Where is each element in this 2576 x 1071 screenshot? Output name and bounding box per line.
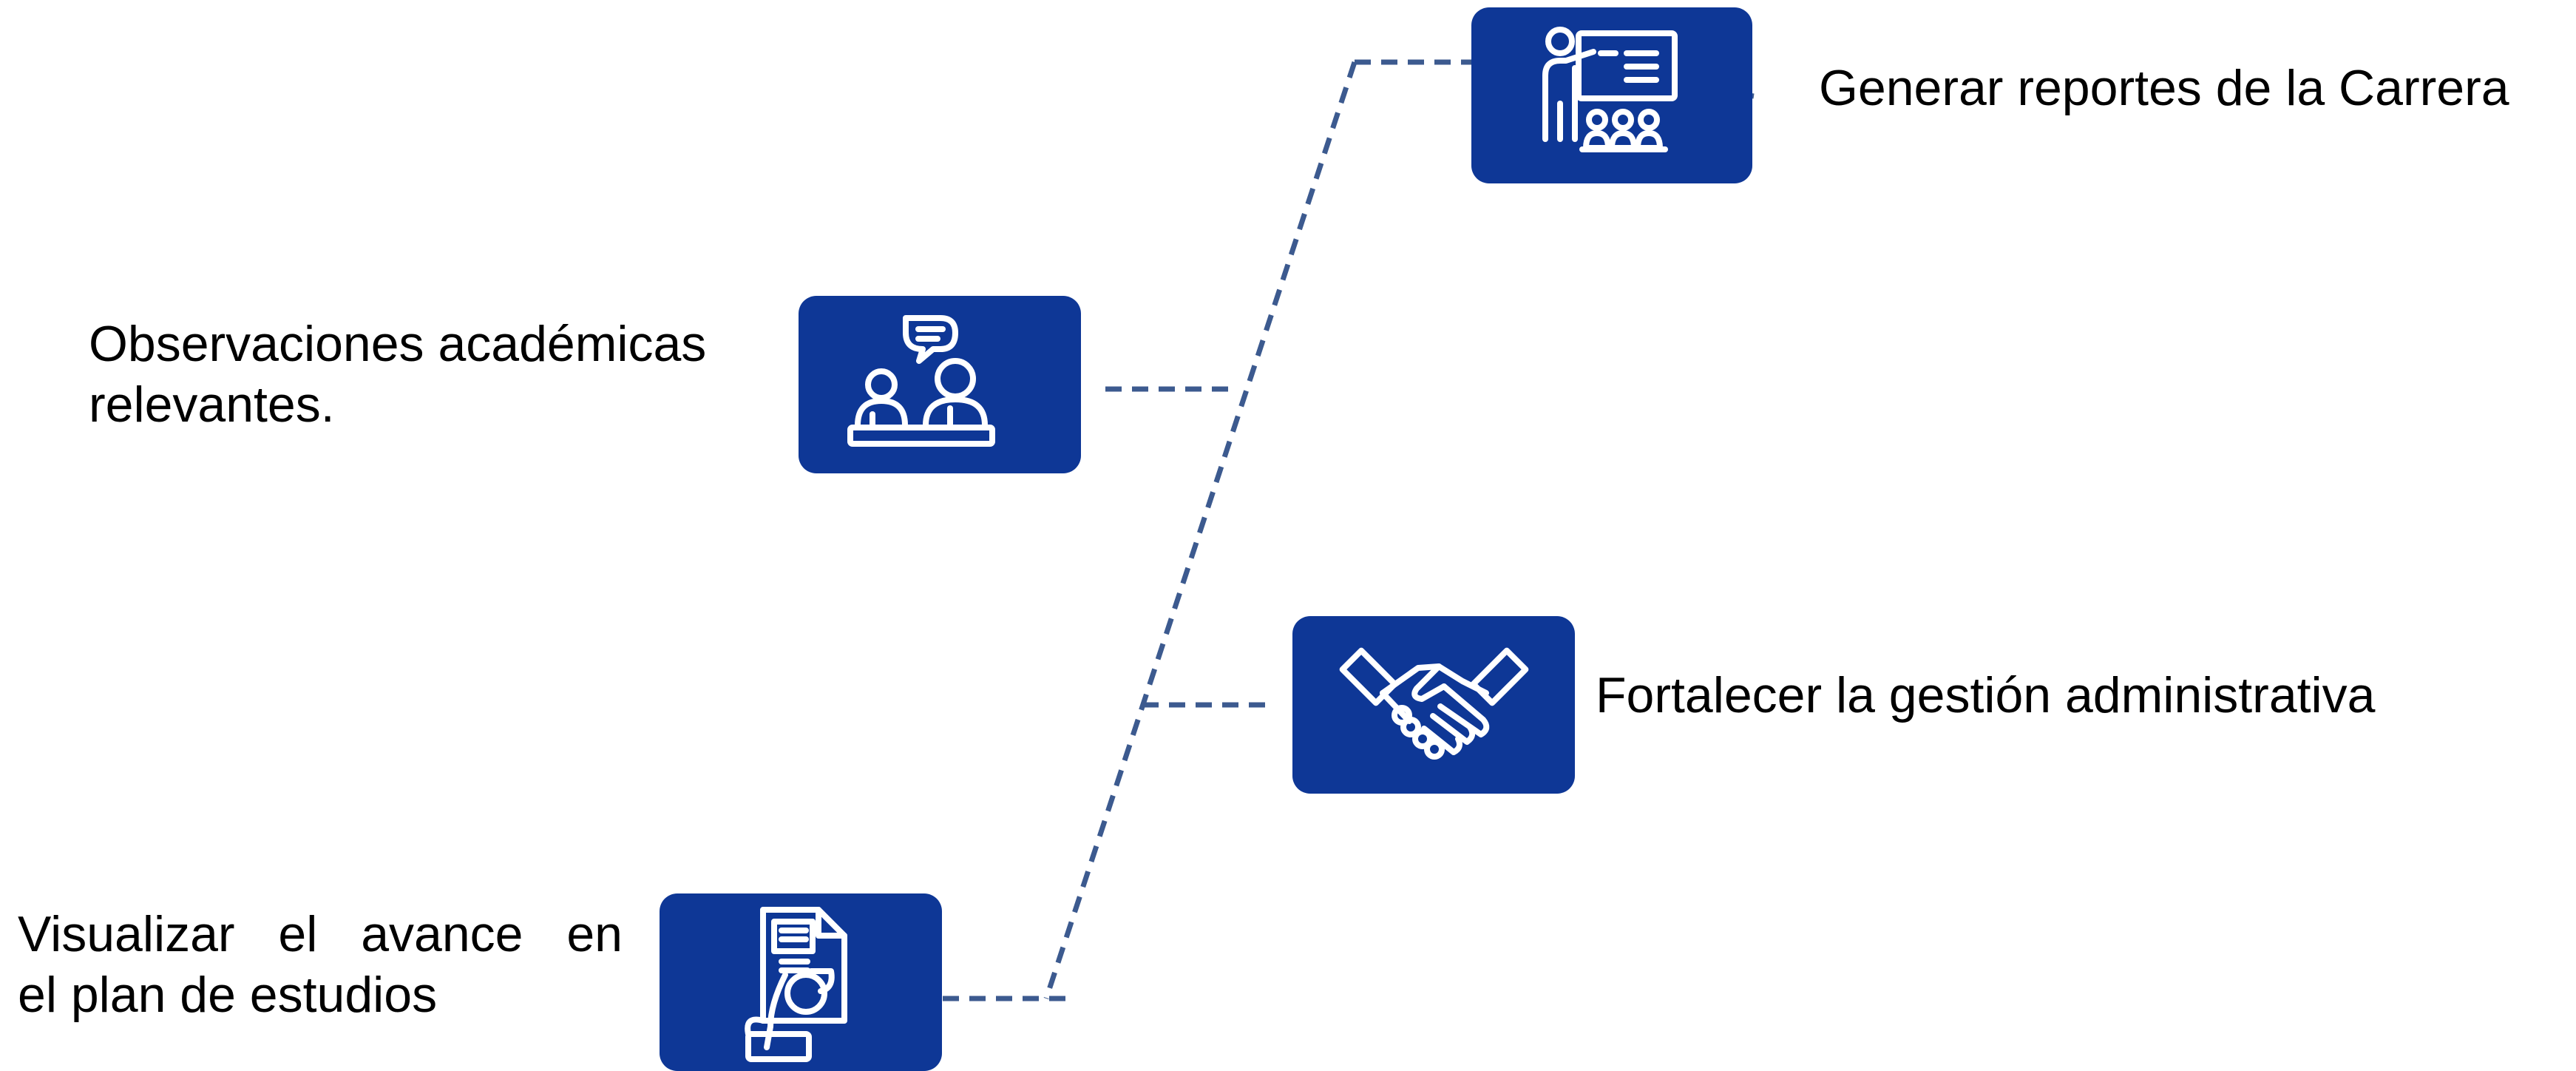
handshake-icon (1339, 647, 1529, 760)
main-diagonal-line (1043, 61, 1358, 1000)
label-observaciones: Observaciones académicas relevantes. (89, 314, 706, 435)
card-generar-reportes (1471, 7, 1752, 183)
connector-lines (943, 59, 1755, 1001)
label-line-2: el plan de estudios (18, 967, 438, 1023)
academic-consultation-icon (847, 315, 995, 447)
label-line-1: Visualizar el avance en (18, 906, 623, 962)
label-line-2: relevantes. (89, 376, 335, 433)
teacher-presentation-icon (1542, 27, 1678, 152)
label-text: Fortalecer la gestión administrativa (1596, 667, 2376, 723)
card-observaciones (799, 296, 1081, 473)
label-line-1: Observaciones académicas (89, 316, 707, 372)
label-generar-reportes: Generar reportes de la Carrera (1819, 58, 2509, 118)
label-visualizar: Visualizar el avance en el plan de estud… (18, 904, 623, 1025)
card-fortalecer (1292, 616, 1575, 794)
label-fortalecer: Fortalecer la gestión administrativa (1596, 665, 2375, 726)
label-text: Generar reportes de la Carrera (1819, 60, 2509, 116)
card-visualizar (660, 893, 942, 1071)
document-chart-icon (745, 907, 847, 1062)
